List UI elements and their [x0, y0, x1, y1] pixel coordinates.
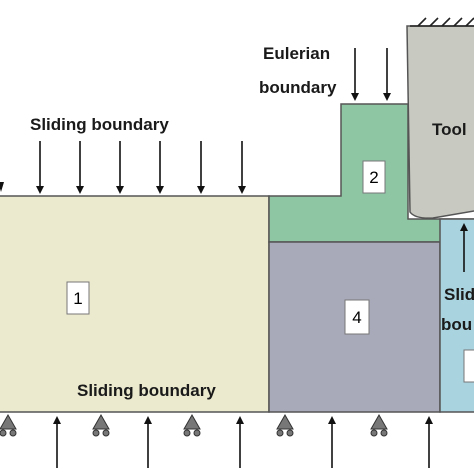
tool-label: Tool [432, 120, 467, 139]
svg-text:4: 4 [352, 308, 361, 327]
region-4 [268, 241, 441, 413]
roller-support-icon [92, 413, 110, 437]
sliding-boundary-right-label-2: bou [441, 315, 472, 334]
region-3-label-partial [463, 349, 474, 383]
roller-support-icon [0, 413, 17, 437]
roller-support-icon [370, 413, 388, 437]
svg-text:1: 1 [73, 289, 82, 308]
region-4-label: 4 [344, 299, 370, 335]
region-2-label: 2 [362, 160, 386, 194]
tool-fixed-support-hatch [410, 17, 474, 27]
roller-support-icon [183, 413, 201, 437]
tool-body [406, 25, 474, 219]
region-1-label: 1 [66, 281, 90, 315]
region-1 [0, 195, 270, 413]
bottom-up-arrows [53, 416, 433, 468]
eulerian-arrows [351, 48, 391, 101]
roller-support-icon [276, 413, 294, 437]
eulerian-boundary-label-2: boundary [259, 78, 337, 97]
top-sliding-arrows [36, 141, 246, 194]
eulerian-boundary-label-1: Eulerian [263, 44, 330, 63]
svg-text:2: 2 [369, 168, 378, 187]
sliding-boundary-bottom-label: Sliding boundary [77, 381, 216, 400]
left-edge-arrow-head [0, 182, 4, 192]
sliding-boundary-top-label: Sliding boundary [30, 115, 169, 134]
roller-supports [0, 413, 388, 437]
sliding-boundary-right-label-1: Slid [444, 285, 474, 304]
